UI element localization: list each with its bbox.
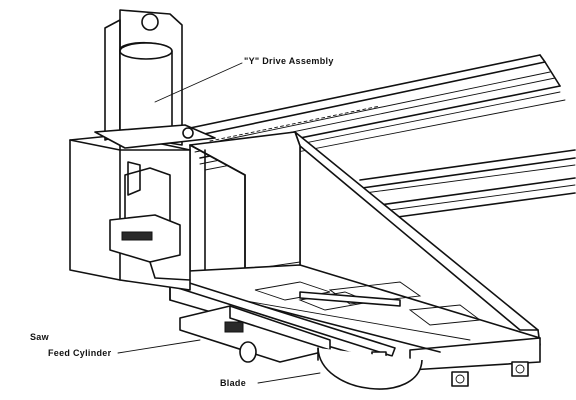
base-feet (451, 361, 529, 387)
label-blade: Blade (220, 378, 246, 388)
callout-leaders (117, 62, 321, 384)
saw-blade (239, 341, 423, 390)
label-feed-cylinder: Feed Cylinder (48, 348, 112, 358)
slide-housing (69, 134, 191, 291)
label-y-drive-assembly: "Y" Drive Assembly (244, 56, 334, 66)
base-carriage (169, 264, 541, 371)
y-drive-cylinder (94, 9, 216, 149)
label-saw: Saw (30, 332, 50, 342)
